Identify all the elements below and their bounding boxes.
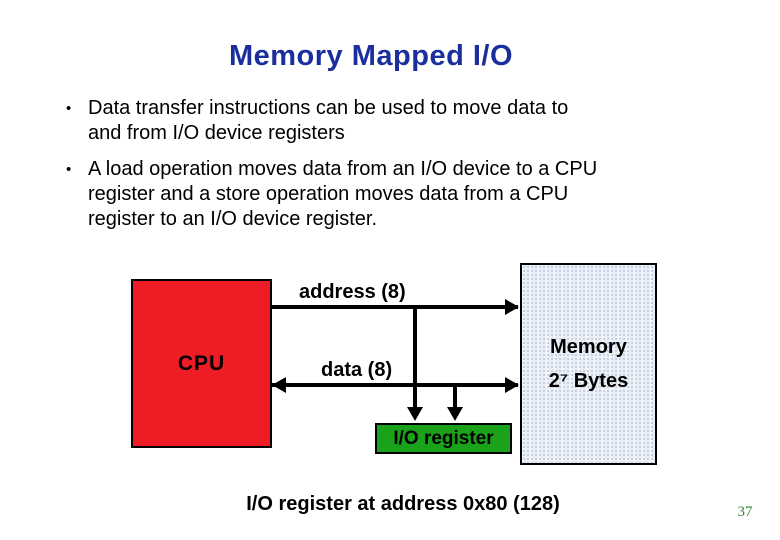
memory-capacity-label: 2⁷ Bytes: [548, 370, 629, 392]
memory-box: Memory 2⁷ Bytes: [520, 263, 657, 465]
arrowhead-right-icon: [505, 299, 519, 315]
bullet-line: register to an I/O device register.: [88, 208, 378, 230]
bullet-marker: •: [66, 100, 72, 117]
data-bus-label: data (8): [321, 359, 393, 381]
address-bus-label: address (8): [299, 281, 406, 303]
memory-label: Memory: [550, 336, 627, 358]
data-drop-line: [453, 385, 457, 409]
bullet-line: register and a store operation moves dat…: [88, 183, 569, 205]
data-bus-line: [272, 383, 518, 387]
page-title: Memory Mapped I/O: [228, 40, 514, 72]
cpu-box: CPU: [131, 279, 272, 448]
bullet-item: • A load operation moves data from an I/…: [66, 157, 726, 232]
bullet-text: A load operation moves data from an I/O …: [88, 157, 597, 232]
bullet-text: Data transfer instructions can be used t…: [88, 96, 568, 146]
io-register-box: I/O register: [375, 423, 512, 454]
io-register-label: I/O register: [393, 427, 494, 449]
arrowhead-right-icon: [505, 377, 519, 393]
bullet-list: • Data transfer instructions can be used…: [66, 96, 726, 243]
page-number: 37: [737, 504, 753, 520]
cpu-label: CPU: [177, 351, 226, 375]
bullet-line: Data transfer instructions can be used t…: [88, 97, 569, 119]
bullet-item: • Data transfer instructions can be used…: [66, 96, 726, 146]
arrowhead-down-icon: [407, 407, 423, 421]
bullet-line: and from I/O device registers: [88, 122, 345, 144]
diagram-caption: I/O register at address 0x80 (128): [246, 493, 560, 515]
arrowhead-down-icon: [447, 407, 463, 421]
address-drop-line: [413, 307, 417, 409]
bullet-marker: •: [66, 161, 72, 178]
arrowhead-left-icon: [272, 377, 286, 393]
address-bus-line: [272, 305, 518, 309]
bullet-line: A load operation moves data from an I/O …: [88, 158, 598, 180]
